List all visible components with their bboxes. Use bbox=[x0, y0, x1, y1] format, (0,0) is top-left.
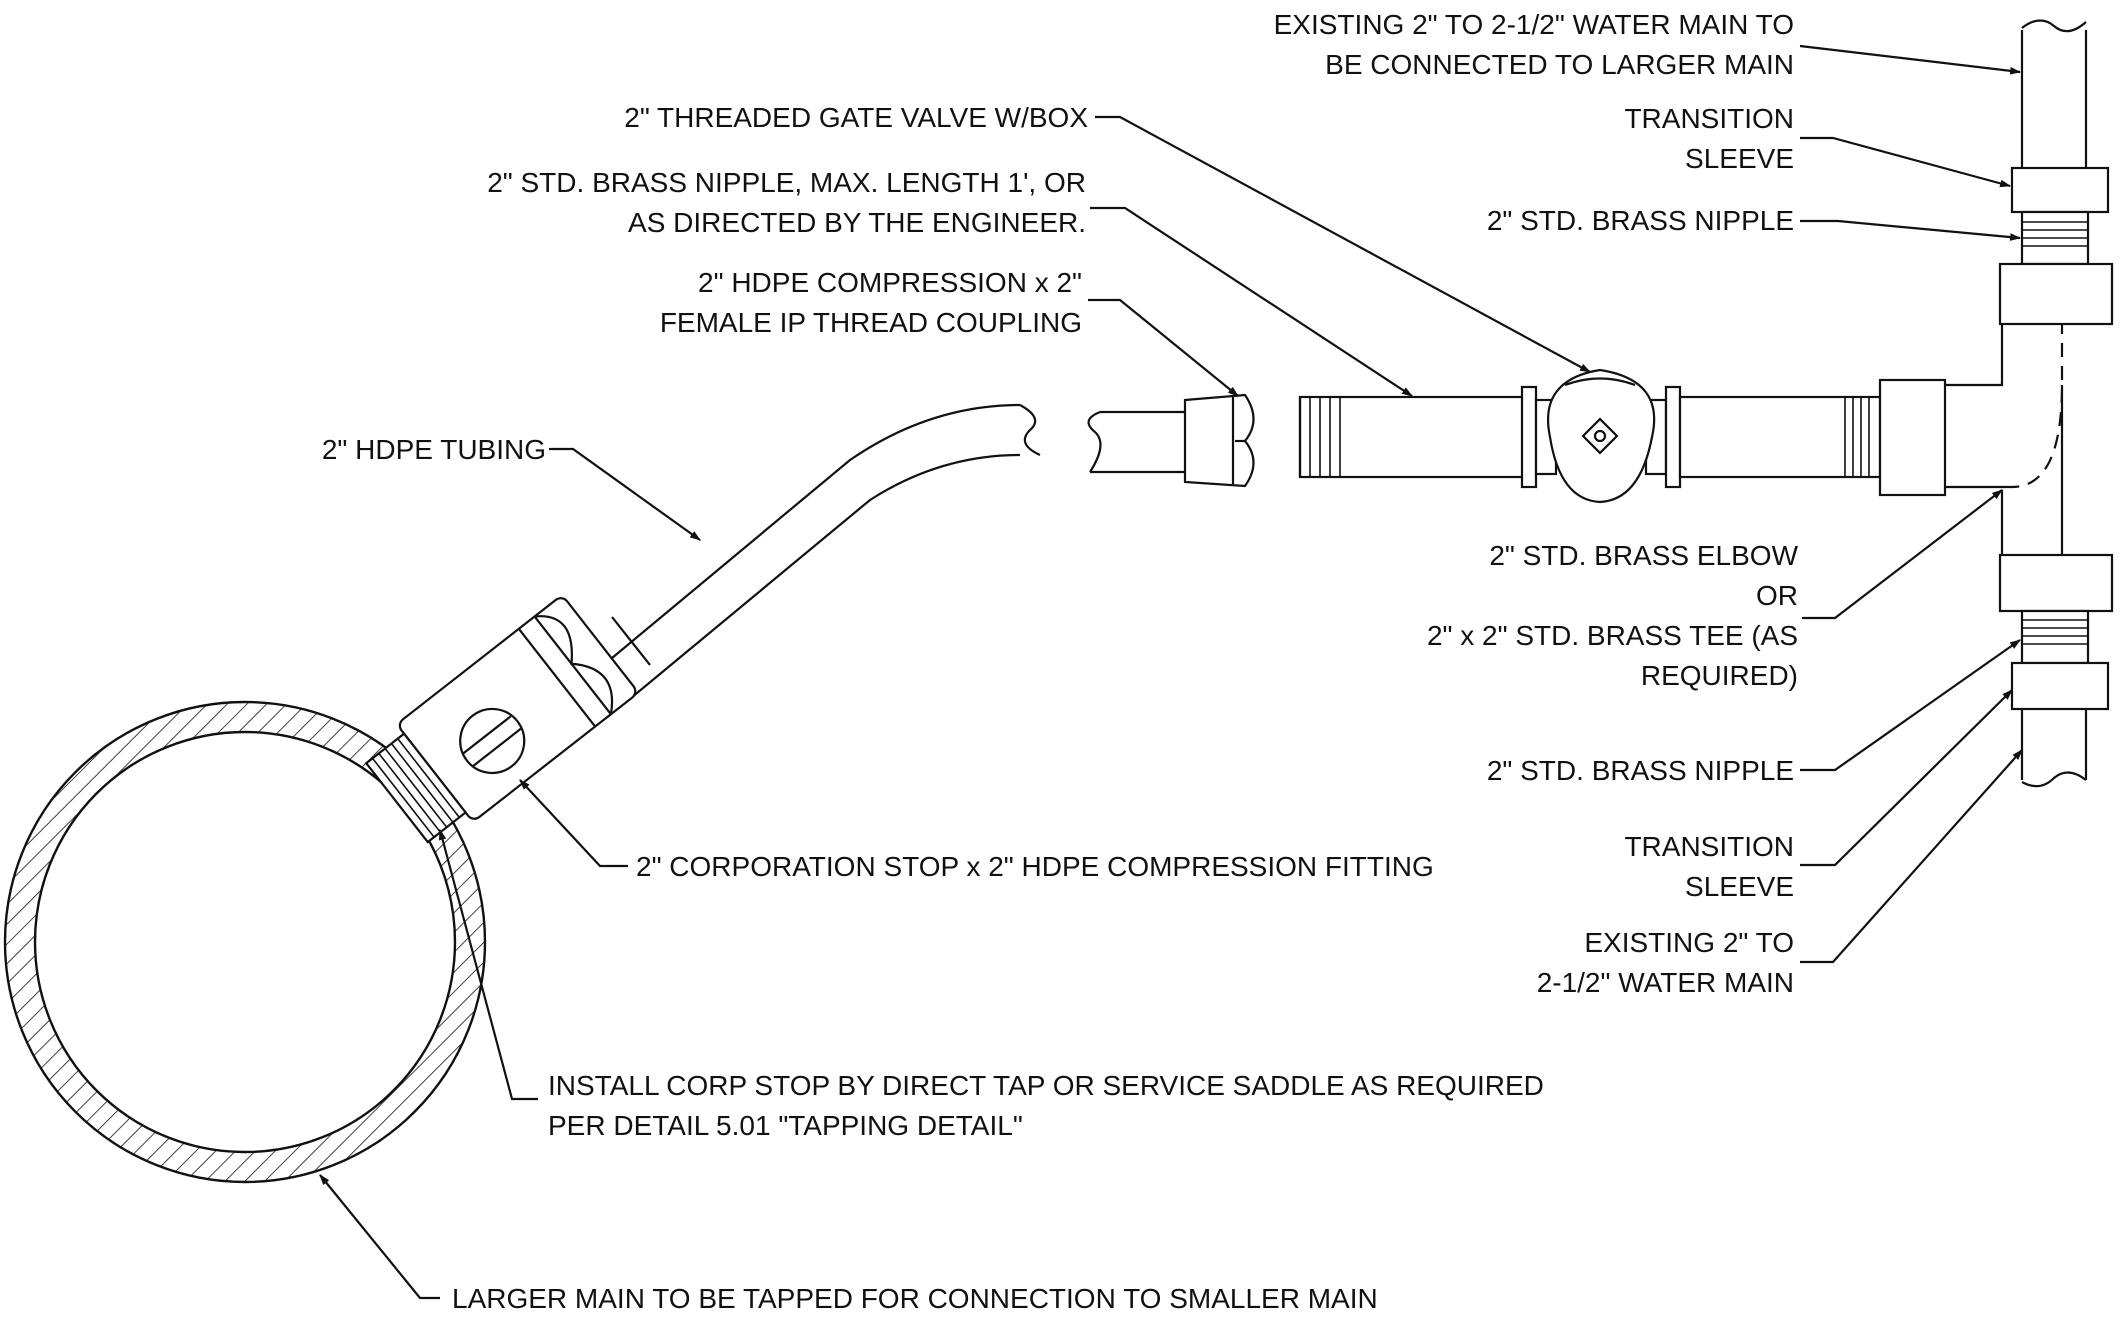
svg-text:2" HDPE COMPRESSION x 2": 2" HDPE COMPRESSION x 2" bbox=[698, 267, 1082, 298]
svg-text:2" STD. BRASS ELBOW: 2" STD. BRASS ELBOW bbox=[1489, 540, 1798, 571]
svg-text:TRANSITION: TRANSITION bbox=[1624, 103, 1794, 134]
svg-text:FEMALE IP THREAD COUPLING: FEMALE IP THREAD COUPLING bbox=[660, 307, 1082, 338]
svg-text:2" STD. BRASS NIPPLE: 2" STD. BRASS NIPPLE bbox=[1487, 205, 1794, 236]
svg-text:INSTALL CORP STOP BY DIRECT TA: INSTALL CORP STOP BY DIRECT TAP OR SERVI… bbox=[548, 1070, 1544, 1101]
svg-text:2" x 2" STD. BRASS TEE (AS: 2" x 2" STD. BRASS TEE (AS bbox=[1427, 620, 1798, 651]
corporation-stop bbox=[364, 597, 637, 844]
label-install-corp-stop: INSTALL CORP STOP BY DIRECT TAP OR SERVI… bbox=[548, 1070, 1544, 1141]
brass-nipple-long bbox=[1298, 395, 1532, 479]
label-hdpe-coupling: 2" HDPE COMPRESSION x 2" FEMALE IP THREA… bbox=[660, 267, 1082, 338]
leader-lines bbox=[319, 44, 2023, 1300]
hdpe-tubing bbox=[599, 403, 1185, 704]
svg-text:EXISTING 2" TO: EXISTING 2" TO bbox=[1584, 927, 1794, 958]
svg-text:2" STD. BRASS NIPPLE: 2" STD. BRASS NIPPLE bbox=[1487, 755, 1794, 786]
hdpe-compression-coupling bbox=[1183, 393, 1255, 488]
svg-text:LARGER MAIN TO BE TAPPED FOR C: LARGER MAIN TO BE TAPPED FOR CONNECTION … bbox=[452, 1283, 1378, 1314]
svg-text:2" STD. BRASS NIPPLE, MAX. LEN: 2" STD. BRASS NIPPLE, MAX. LENGTH 1', OR bbox=[487, 167, 1086, 198]
svg-text:OR: OR bbox=[1756, 580, 1798, 611]
svg-text:TRANSITION: TRANSITION bbox=[1624, 831, 1794, 862]
label-brass-nipple-bottom: 2" STD. BRASS NIPPLE bbox=[1487, 755, 1794, 786]
svg-text:2" THREADED GATE VALVE W/BOX: 2" THREADED GATE VALVE W/BOX bbox=[624, 102, 1088, 133]
label-corp-stop: 2" CORPORATION STOP x 2" HDPE COMPRESSIO… bbox=[636, 851, 1434, 882]
svg-text:BE CONNECTED TO LARGER MAIN: BE CONNECTED TO LARGER MAIN bbox=[1325, 49, 1794, 80]
label-existing-main-top: EXISTING 2" TO 2-1/2" WATER MAIN TO BE C… bbox=[1274, 9, 1794, 80]
existing-main-top bbox=[1998, 19, 2114, 326]
label-transition-sleeve-bottom: TRANSITION SLEEVE bbox=[1624, 831, 1794, 902]
svg-text:SLEEVE: SLEEVE bbox=[1685, 143, 1794, 174]
svg-text:REQUIRED): REQUIRED) bbox=[1641, 660, 1798, 691]
label-transition-sleeve-top: TRANSITION SLEEVE bbox=[1624, 103, 1794, 174]
svg-text:2" CORPORATION STOP x 2" HDPE: 2" CORPORATION STOP x 2" HDPE COMPRESSIO… bbox=[636, 851, 1434, 882]
label-gate-valve: 2" THREADED GATE VALVE W/BOX bbox=[624, 102, 1088, 133]
label-brass-nipple-long: 2" STD. BRASS NIPPLE, MAX. LENGTH 1', OR… bbox=[487, 167, 1086, 238]
label-hdpe-tubing: 2" HDPE TUBING bbox=[322, 434, 546, 465]
svg-text:2" HDPE TUBING: 2" HDPE TUBING bbox=[322, 434, 546, 465]
svg-text:PER DETAIL 5.01 "TAPPING DETAI: PER DETAIL 5.01 "TAPPING DETAIL" bbox=[548, 1110, 1023, 1141]
label-brass-elbow: 2" STD. BRASS ELBOW OR 2" x 2" STD. BRAS… bbox=[1427, 540, 1799, 691]
label-larger-main: LARGER MAIN TO BE TAPPED FOR CONNECTION … bbox=[452, 1283, 1378, 1314]
larger-main-pipe bbox=[3, 700, 487, 1184]
svg-text:2-1/2" WATER MAIN: 2-1/2" WATER MAIN bbox=[1537, 967, 1794, 998]
brass-nipple-right bbox=[1678, 395, 1882, 479]
brass-elbow bbox=[1878, 320, 2064, 555]
gate-valve bbox=[1520, 368, 1682, 504]
label-existing-main-bottom: EXISTING 2" TO 2-1/2" WATER MAIN bbox=[1537, 927, 1794, 998]
label-brass-nipple-top: 2" STD. BRASS NIPPLE bbox=[1487, 205, 1794, 236]
svg-text:AS DIRECTED BY THE ENGINEER.: AS DIRECTED BY THE ENGINEER. bbox=[628, 207, 1086, 238]
svg-text:EXISTING 2" TO 2-1/2" WATER MA: EXISTING 2" TO 2-1/2" WATER MAIN TO bbox=[1274, 9, 1794, 40]
svg-text:SLEEVE: SLEEVE bbox=[1685, 871, 1794, 902]
existing-main-bottom bbox=[1998, 553, 2114, 788]
